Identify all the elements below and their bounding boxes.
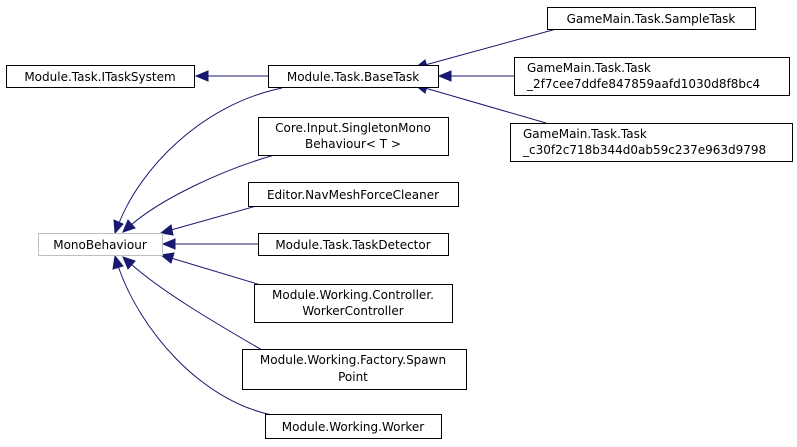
- node-taskdetector-label: Module.Task.TaskDetector: [275, 238, 430, 252]
- node-task-2f7-label-line1: GameMain.Task.Task: [527, 61, 651, 75]
- edge-sampletask-to-basetask: [424, 27, 561, 66]
- node-task-c30[interactable]: GameMain.Task.Task _c30f2c718b344d0ab59c…: [510, 123, 793, 162]
- edge-task2f7-to-basetask-arrowhead: [437, 70, 452, 82]
- edge-taskc30-to-basetask: [424, 87, 547, 124]
- node-workercontroller-label-line1: Module.Working.Controller.: [272, 288, 434, 302]
- node-itasksystem[interactable]: Module.Task.ITaskSystem: [6, 65, 195, 88]
- node-spawnpoint[interactable]: Module.Working.Factory.Spawn Point: [242, 349, 467, 390]
- node-singleton-label-line2: Behaviour< T >: [305, 137, 401, 151]
- node-singleton-label-line1: Core.Input.SingletonMono: [275, 121, 431, 135]
- node-taskdetector[interactable]: Module.Task.TaskDetector: [258, 233, 449, 256]
- edge-basetask-to-itasksystem-arrowhead: [194, 70, 209, 82]
- edge-navmesh-to-monobehaviour: [170, 204, 261, 231]
- node-navmesh[interactable]: Editor.NavMeshForceCleaner: [248, 182, 459, 207]
- edge-taskdetector-to-monobehaviour-arrowhead: [161, 238, 176, 250]
- node-monobehaviour[interactable]: MonoBehaviour: [38, 233, 163, 256]
- node-workercontroller-label-line2: WorkerController: [302, 304, 403, 318]
- edge-workercontroller-to-monobehaviour: [170, 257, 265, 287]
- node-spawnpoint-label-line1: Module.Working.Factory.Spawn: [260, 353, 446, 367]
- node-itasksystem-label: Module.Task.ITaskSystem: [24, 70, 175, 84]
- node-worker-label: Module.Working.Worker: [282, 420, 425, 434]
- edge-singleton-to-monobehaviour: [130, 153, 279, 226]
- nodes: Module.Task.ITaskSystem Module.Task.Base…: [6, 7, 793, 439]
- edge-spawnpoint-to-monobehaviour-arrowhead: [122, 256, 136, 270]
- node-worker[interactable]: Module.Working.Worker: [265, 414, 442, 439]
- edge-basetask-to-monobehaviour-arrowhead: [113, 219, 124, 235]
- edge-navmesh-to-monobehaviour-arrowhead: [159, 224, 174, 236]
- node-basetask[interactable]: Module.Task.BaseTask: [268, 65, 439, 88]
- edge-worker-to-monobehaviour: [117, 265, 273, 416]
- node-basetask-label: Module.Task.BaseTask: [287, 70, 419, 84]
- node-task-c30-label-line2: _c30f2c718b344d0ab59c237e963d9798: [522, 143, 766, 157]
- node-monobehaviour-label: MonoBehaviour: [53, 238, 147, 252]
- node-sampletask-label: GameMain.Task.SampleTask: [567, 12, 736, 26]
- node-task-2f7[interactable]: GameMain.Task.Task _2f7cee7ddfe847859aaf…: [514, 57, 790, 96]
- edge-spawnpoint-to-monobehaviour: [130, 263, 263, 351]
- edge-basetask-to-monobehaviour: [118, 87, 283, 224]
- edge-worker-to-monobehaviour-arrowhead: [112, 254, 124, 270]
- node-navmesh-label: Editor.NavMeshForceCleaner: [267, 188, 439, 202]
- edge-singleton-to-monobehaviour-arrowhead: [122, 219, 136, 233]
- node-workercontroller[interactable]: Module.Working.Controller. WorkerControl…: [254, 284, 453, 323]
- node-spawnpoint-label-line2: Point: [338, 370, 368, 384]
- node-task-c30-label-line1: GameMain.Task.Task: [523, 127, 647, 141]
- node-task-2f7-label-line2: _2f7cee7ddfe847859aafd1030d8f8bc4: [526, 77, 760, 91]
- edge-workercontroller-to-monobehaviour-arrowhead: [159, 252, 175, 264]
- node-sampletask[interactable]: GameMain.Task.SampleTask: [547, 7, 756, 30]
- node-singleton[interactable]: Core.Input.SingletonMono Behaviour< T >: [258, 117, 449, 156]
